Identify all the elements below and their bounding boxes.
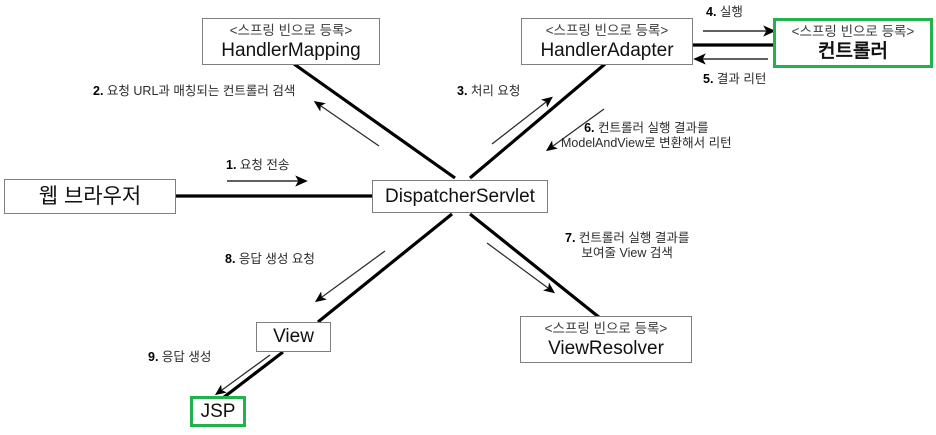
node-title: ViewResolver [548, 337, 664, 359]
node-title: 컨트롤러 [818, 41, 888, 62]
step-line-1: 7. 컨트롤러 실행 결과를 [565, 231, 689, 246]
step-label-9: 9. 응답 생성 [148, 350, 211, 365]
step-label-8: 8. 응답 생성 요청 [225, 252, 315, 267]
node-title: JSP [200, 400, 236, 422]
step-line-2: ModelAndView로 변환해서 리턴 [561, 136, 732, 150]
step-label-1: 1. 요청 전송 [226, 158, 289, 173]
node-controller[interactable]: <스프링 빈으로 등록> 컨트롤러 [773, 18, 933, 68]
node-title: DispatcherServlet [385, 185, 535, 207]
node-view[interactable]: View [256, 322, 331, 352]
node-title: HandlerAdapter [540, 39, 674, 61]
node-stereotype: <스프링 빈으로 등록> [791, 24, 915, 39]
arrow-8-response-request [314, 250, 386, 303]
direction-arrows [214, 25, 776, 396]
step-label-5: 5. 결과 리턴 [703, 72, 766, 87]
step-number: 7. [565, 231, 576, 245]
step-label-6: 6. 컨트롤러 실행 결과를 ModelAndView로 변환해서 리턴 [561, 121, 732, 151]
step-number: 9. [148, 350, 159, 364]
structural-links [175, 43, 775, 406]
link-dispatcher-view [316, 212, 454, 324]
step-number: 2. [93, 84, 104, 98]
step-text: 컨트롤러 실행 결과를 [598, 121, 709, 135]
link-dispatcher-handlermapping [293, 62, 456, 180]
node-title: HandlerMapping [221, 39, 361, 61]
arrow-9-response-create [214, 354, 271, 396]
step-label-4: 4. 실행 [706, 5, 743, 20]
link-dispatcher-viewresolver [469, 212, 601, 320]
step-number: 4. [706, 5, 717, 19]
step-number: 6. [584, 121, 595, 135]
step-label-2: 2. 요청 URL과 매칭되는 컨트롤러 검색 [93, 84, 295, 99]
step-text: 처리 요청 [470, 84, 521, 98]
link-dispatcher-handleradapter [468, 62, 607, 180]
node-stereotype: <스프링 빈으로 등록> [545, 22, 669, 38]
step-line-2: 보여줄 View 검색 [581, 246, 673, 260]
step-text: 결과 리턴 [716, 72, 767, 86]
step-text: 응답 생성 [161, 350, 212, 364]
node-jsp[interactable]: JSP [190, 396, 246, 427]
step-text: 응답 생성 요청 [238, 252, 315, 266]
arrow-2-controller-lookup [313, 101, 380, 147]
step-number: 1. [226, 158, 237, 172]
node-dispatcher-servlet[interactable]: DispatcherServlet [372, 180, 548, 213]
node-web-browser[interactable]: 웹 브라우저 [4, 179, 176, 214]
node-stereotype: <스프링 빈으로 등록> [229, 22, 353, 38]
step-text: 컨트롤러 실행 결과를 [578, 231, 690, 245]
node-title: 웹 브라우저 [38, 184, 142, 208]
node-handler-mapping[interactable]: <스프링 빈으로 등록> HandlerMapping [202, 18, 380, 65]
arrow-7-view-lookup [486, 242, 556, 294]
step-number: 8. [225, 252, 236, 266]
node-stereotype: <스프링 빈으로 등록> [544, 320, 668, 336]
step-number: 3. [457, 84, 468, 98]
step-line-1: 6. 컨트롤러 실행 결과를 [561, 121, 732, 136]
arrow-6-modelandview-return [545, 108, 605, 152]
node-handler-adapter[interactable]: <스프링 빈으로 등록> HandlerAdapter [521, 18, 693, 65]
step-text: 요청 전송 [239, 158, 290, 172]
step-text: 요청 URL과 매칭되는 컨트롤러 검색 [106, 84, 296, 98]
link-view-jsp [214, 350, 284, 406]
step-label-7: 7. 컨트롤러 실행 결과를 보여줄 View 검색 [565, 231, 689, 261]
node-view-resolver[interactable]: <스프링 빈으로 등록> ViewResolver [520, 316, 692, 363]
arrow-3-handle-request [491, 96, 553, 145]
step-label-3: 3. 처리 요청 [457, 84, 520, 99]
step-number: 5. [703, 72, 714, 86]
node-title: View [273, 326, 314, 347]
step-text: 실행 [719, 5, 743, 19]
